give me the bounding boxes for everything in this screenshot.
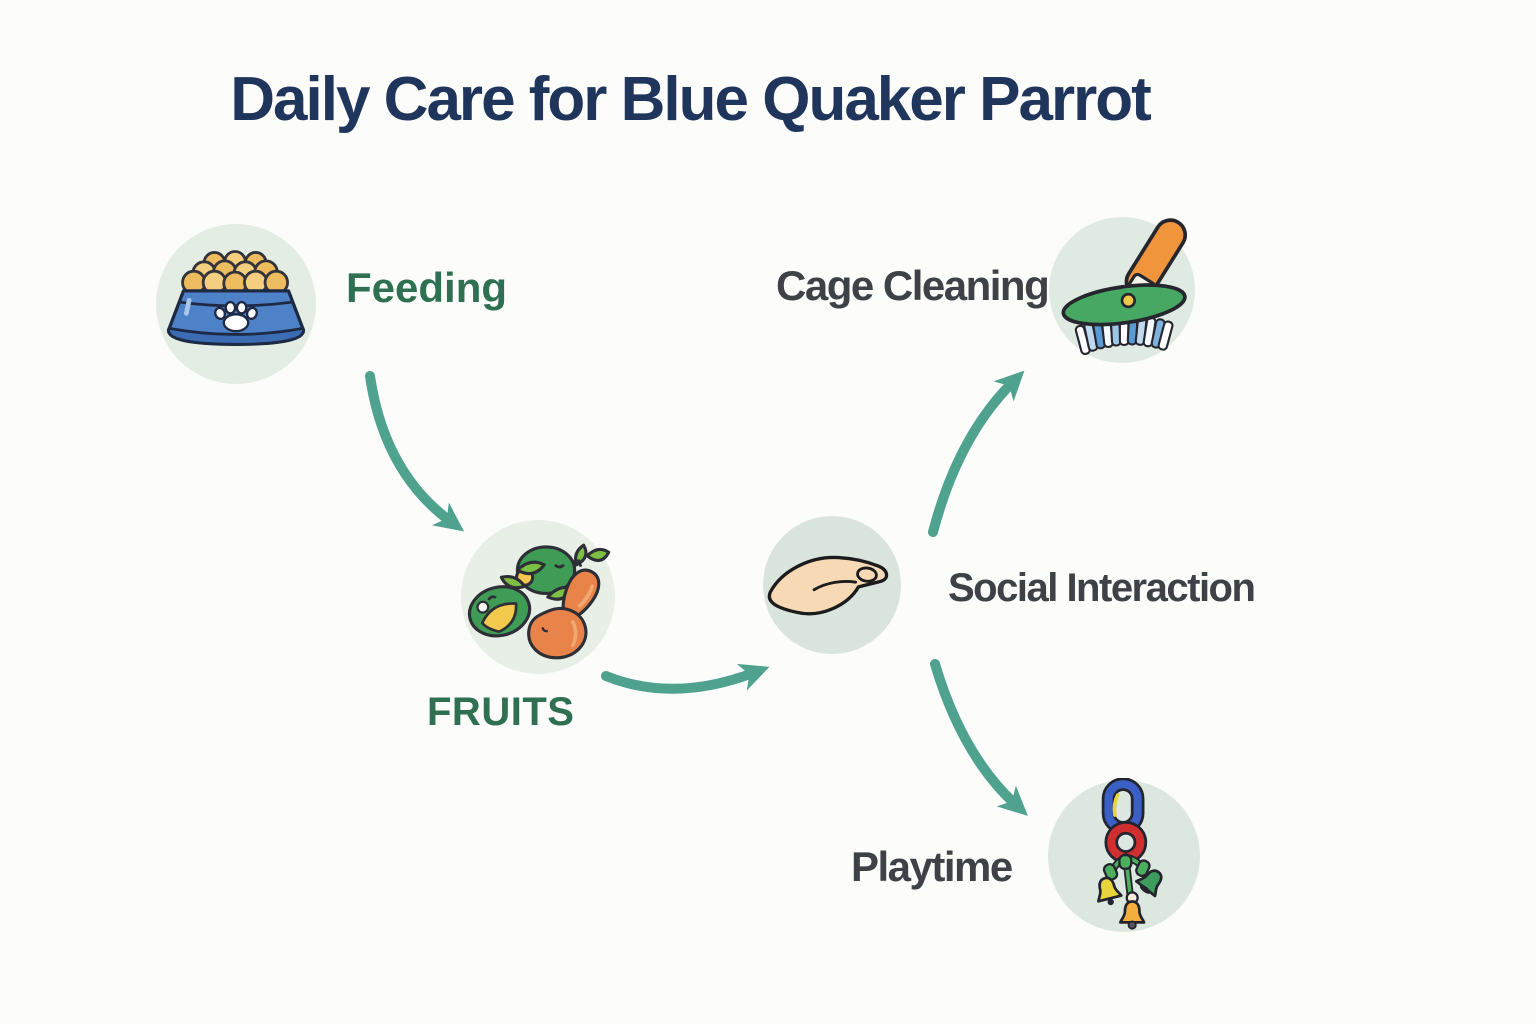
label-playtime: Playtime — [851, 843, 1013, 890]
label-fruits: FRUITS — [427, 690, 575, 734]
page-title: Daily Care for Blue Quaker Parrot — [230, 65, 1151, 134]
node-fruits — [461, 520, 615, 674]
node-playtime — [1048, 778, 1200, 934]
arrow-social-interaction-to-cage-cleaning — [928, 370, 1025, 537]
open-hand-icon — [761, 533, 903, 637]
label-feeding: Feeding — [346, 264, 508, 311]
bird-toy-icon — [1074, 778, 1174, 934]
label-cage-cleaning: Cage Cleaning — [776, 262, 1050, 309]
arrow-social-interaction-to-playtime — [930, 659, 1028, 816]
label-social-interaction: Social Interaction — [948, 566, 1256, 610]
food-bowl-icon — [161, 247, 311, 361]
fruits-icon — [462, 529, 614, 665]
node-cage-cleaning — [1049, 217, 1195, 363]
arrow-feeding-to-fruits — [365, 371, 465, 532]
node-feeding — [156, 224, 316, 384]
node-social-interaction — [763, 516, 901, 654]
cleaning-brush-icon — [1048, 216, 1196, 364]
arrow-fruits-to-social-interaction — [601, 663, 770, 694]
